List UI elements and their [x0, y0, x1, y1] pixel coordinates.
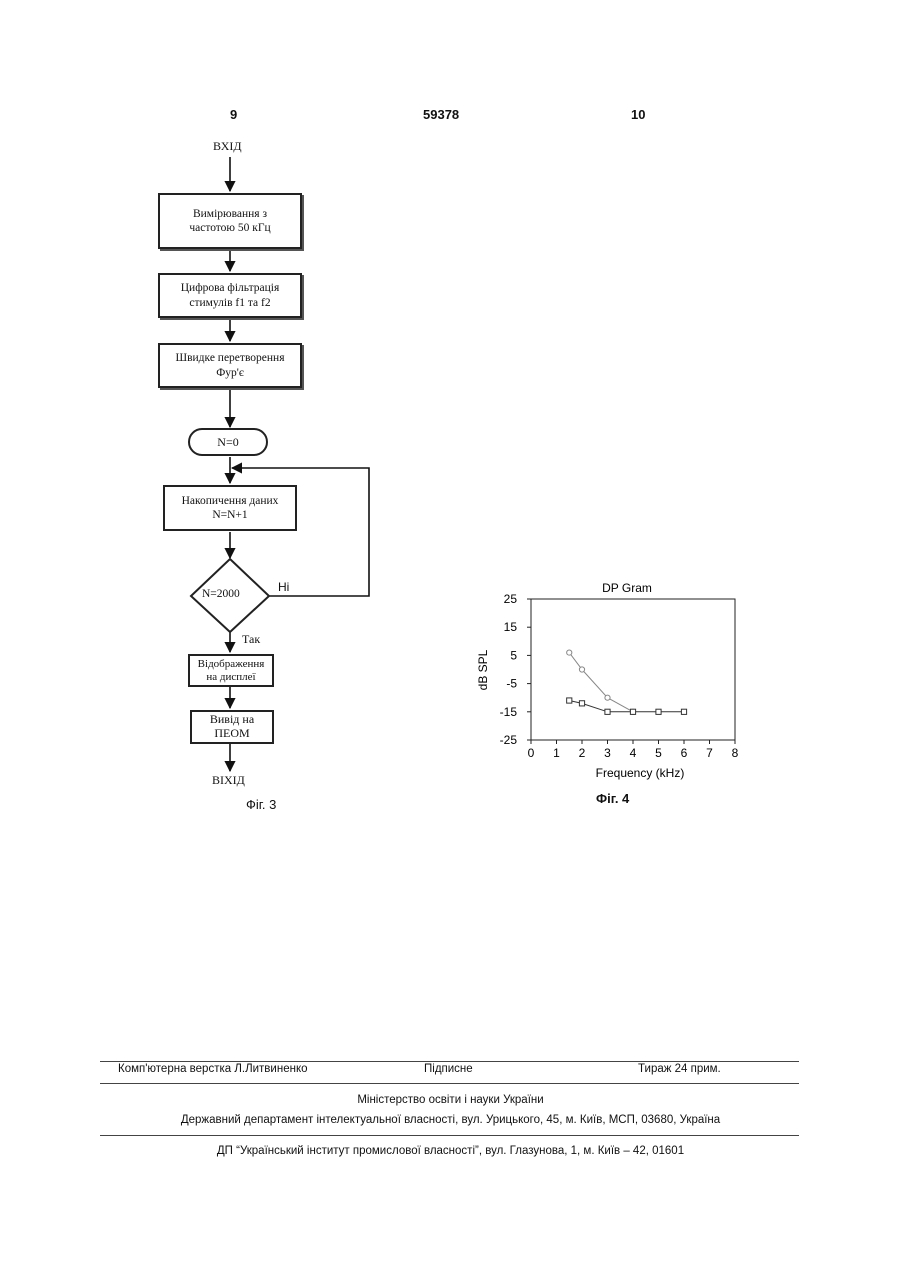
fig4-caption: Фіг. 4	[596, 791, 629, 806]
footer-department: Державний департамент інтелектуальної вл…	[0, 1114, 901, 1126]
footer-rule-bottom	[100, 1135, 799, 1136]
series-1-point	[579, 667, 584, 672]
flow-yes-label: Так	[242, 632, 260, 647]
flow-step-output-line1: Вивід на	[210, 713, 254, 727]
page-number-right: 10	[631, 107, 645, 122]
series-2-point	[579, 701, 584, 706]
x-tick-label: 7	[706, 746, 713, 760]
flow-step-filter: Цифрова фільтраціястимулів f1 та f2	[158, 273, 302, 318]
chart-frame	[531, 599, 735, 740]
chart-title: DP Gram	[602, 581, 652, 595]
flow-step-measure-line2: частотою 50 кГц	[189, 221, 270, 235]
series-2-point	[681, 709, 686, 714]
footer-rule-middle	[100, 1083, 799, 1084]
y-tick-label: -5	[506, 677, 517, 691]
flow-no-label: Ні	[278, 580, 289, 594]
flow-step-fft: Швидке перетворенняФур'є	[158, 343, 302, 388]
footer-ministry: Міністерство освіти і науки України	[0, 1094, 901, 1106]
patent-number: 59378	[423, 107, 459, 122]
flow-step-filter-line1: Цифрова фільтрація	[181, 281, 280, 295]
series-2-point	[567, 698, 572, 703]
page-number-left: 9	[230, 107, 237, 122]
x-tick-label: 6	[681, 746, 688, 760]
x-tick-label: 1	[553, 746, 560, 760]
series-2-line	[569, 701, 684, 712]
y-tick-label: 25	[504, 592, 518, 606]
footer-institute: ДП “Український інститут промислової вла…	[0, 1145, 901, 1157]
flow-step-fft-line1: Швидке перетворення	[175, 351, 284, 365]
x-tick-label: 0	[528, 746, 535, 760]
flow-step-output: Вивід наПЕОМ	[190, 710, 274, 744]
x-tick-label: 2	[579, 746, 586, 760]
series-1-point	[605, 695, 610, 700]
flow-step-display-line2: на дисплеї	[198, 671, 265, 684]
y-tick-label: 5	[510, 648, 517, 662]
flowchart: ВХІД Вимірювання зчастотою 50 кГц Цифров…	[150, 135, 390, 825]
footer-layout-credit: Комп'ютерна верстка Л.Литвиненко	[118, 1063, 308, 1075]
footer-signed: Підписне	[424, 1063, 473, 1075]
flow-step-filter-line2: стимулів f1 та f2	[181, 296, 280, 310]
flow-step-accumulate: Накопичення данихN=N+1	[163, 485, 297, 531]
series-2-point	[630, 709, 635, 714]
y-tick-label: -25	[500, 733, 518, 747]
flow-step-accumulate-line1: Накопичення даних	[182, 494, 279, 508]
series-2-point	[656, 709, 661, 714]
footer-circulation: Тираж 24 прим.	[638, 1063, 721, 1075]
flow-step-fft-line2: Фур'є	[175, 366, 284, 380]
series-1-point	[567, 650, 572, 655]
flow-input-label: ВХІД	[213, 139, 242, 154]
flow-step-measure: Вимірювання зчастотою 50 кГц	[158, 193, 302, 249]
fig3-caption: Фіг. 3	[246, 797, 276, 812]
x-tick-label: 5	[655, 746, 662, 760]
flow-step-accumulate-line2: N=N+1	[182, 508, 279, 522]
series-2-point	[605, 709, 610, 714]
flow-step-display-line1: Відображення	[198, 658, 265, 671]
footer-rule-top	[100, 1061, 799, 1062]
flow-exit-label: ВІХІД	[212, 773, 245, 788]
flow-init-counter: N=0	[188, 428, 268, 456]
x-tick-label: 8	[732, 746, 739, 760]
flow-step-measure-line1: Вимірювання з	[189, 207, 270, 221]
x-tick-label: 4	[630, 746, 637, 760]
chart-x-axis-label: Frequency (kHz)	[596, 766, 685, 780]
dp-gram-chart: DP Gram Frequency (kHz) dB SPL 0 1 2 3 4 5 6 7 8…	[470, 575, 760, 815]
y-tick-label: -15	[500, 705, 518, 719]
y-tick-label: 15	[504, 620, 518, 634]
flow-step-output-line2: ПЕОМ	[210, 727, 254, 741]
flow-step-display: Відображенняна дисплеї	[188, 654, 274, 687]
chart-plot: DP Gram Frequency (kHz) dB SPL 0 1 2 3 4 5 6 7 8…	[470, 575, 760, 815]
x-tick-label: 3	[604, 746, 611, 760]
chart-y-axis-label: dB SPL	[476, 649, 490, 690]
flow-decision-label: N=2000	[202, 588, 240, 600]
